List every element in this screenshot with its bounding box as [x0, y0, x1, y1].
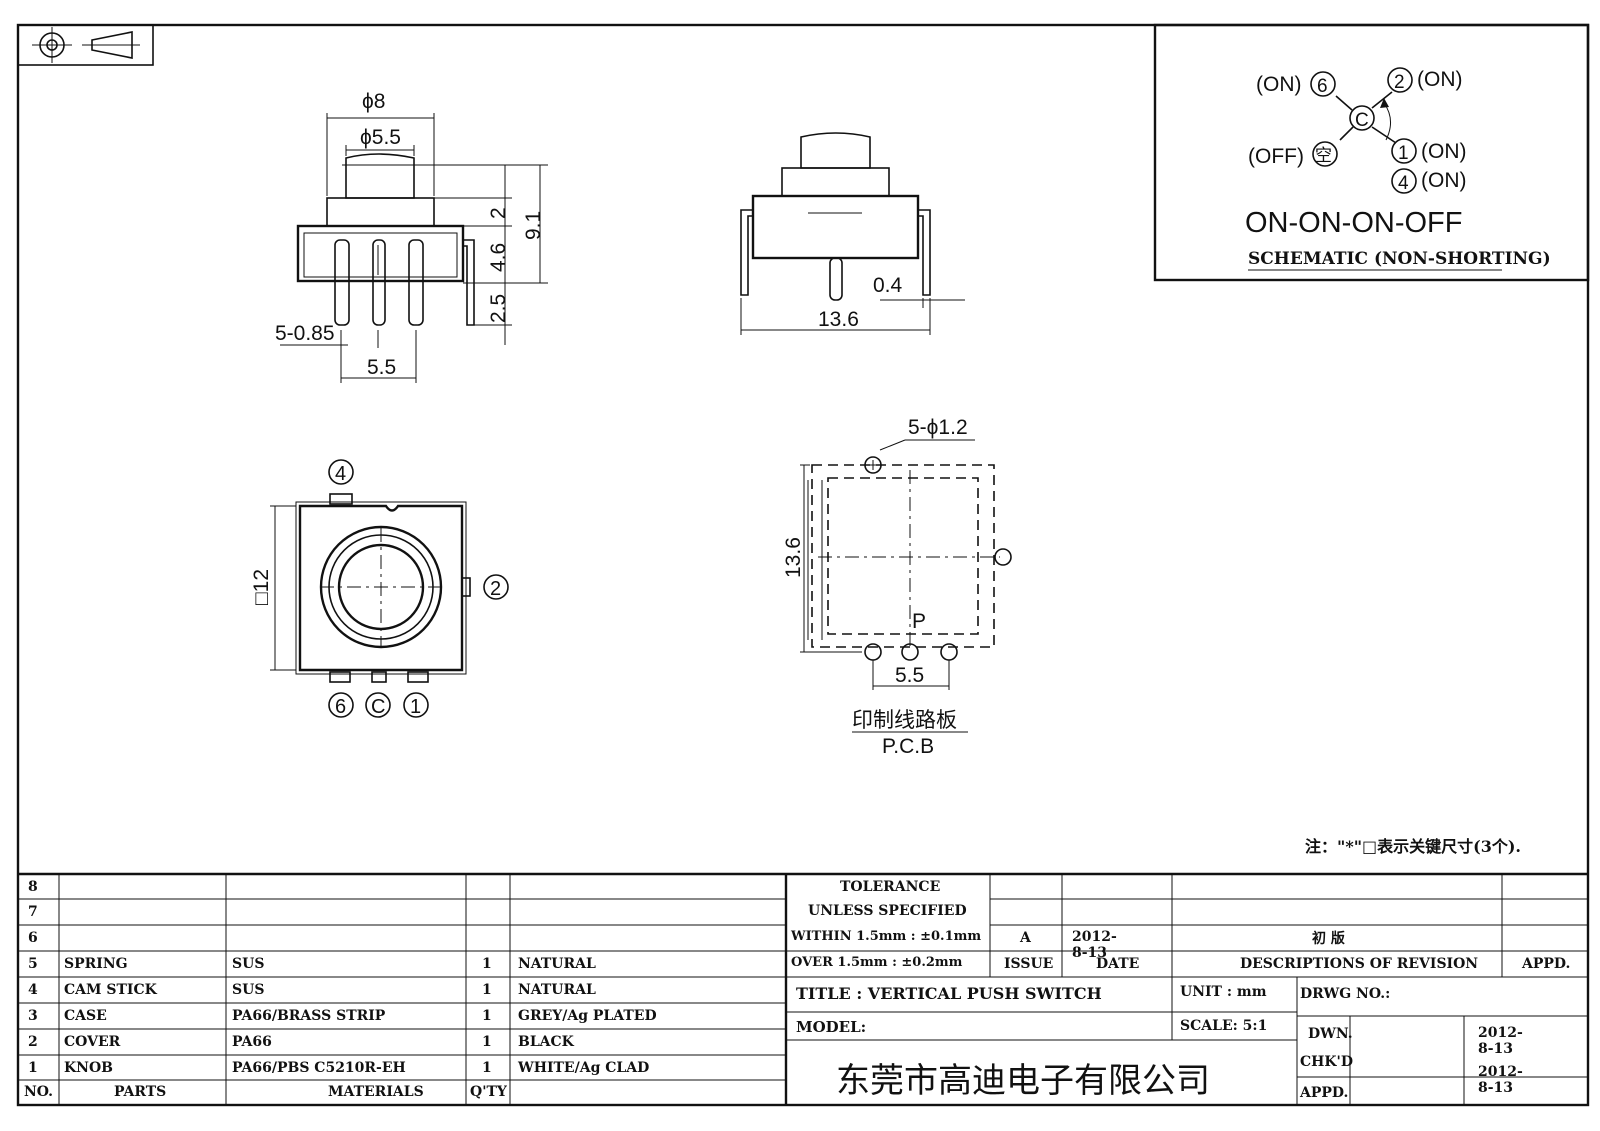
drawing-border — [16, 23, 1590, 1107]
dim-9-1: 9.1 — [522, 211, 545, 240]
dim-2-5: 2.5 — [487, 294, 510, 323]
dim-phi8: ϕ8 — [362, 90, 385, 113]
schematic-num-off: 空 — [1315, 146, 1332, 165]
schematic-symbol — [1310, 67, 1417, 194]
first-angle-projection-icon — [17, 24, 154, 66]
schematic-num-6: 6 — [1317, 76, 1328, 97]
dim-5-5-pcb: 5.5 — [895, 664, 924, 687]
schematic-num-4: 4 — [1398, 173, 1409, 194]
schematic-label-off: (OFF) — [1248, 145, 1304, 168]
pcb-title-en: P.C.B — [882, 735, 934, 758]
dim-square-12: □12 — [250, 569, 273, 605]
dim-5-5-front: 5.5 — [367, 356, 396, 379]
schematic-num-2: 2 — [1394, 72, 1405, 93]
dim-2: 2 — [487, 207, 510, 219]
dim-0-4: 0.4 — [873, 274, 903, 297]
schematic-sequence: ON-ON-ON-OFF — [1245, 207, 1462, 239]
pin-label-c: C — [371, 696, 385, 718]
title-block-grid — [18, 872, 1588, 1105]
pcb-title-cn: 印制线路板 — [852, 709, 957, 732]
front-view — [280, 113, 548, 383]
schematic-box — [1153, 23, 1590, 282]
top-view — [270, 459, 509, 718]
pin-label-2: 2 — [490, 578, 501, 600]
pin-label-6: 6 — [335, 696, 346, 718]
dim-phi55: ϕ5.5 — [360, 126, 401, 149]
schematic-label-on-2: (ON) — [1417, 68, 1463, 91]
schematic-center-c: C — [1355, 110, 1369, 131]
dim-13-6-side: 13.6 — [818, 308, 859, 331]
dim-13-6-pcb: 13.6 — [782, 537, 805, 578]
drawing-note: 注："*"□表示关键尺寸(3个). — [1305, 837, 1521, 856]
pcb-view — [800, 439, 1012, 733]
schematic-label-on-6: (ON) — [1256, 73, 1302, 96]
dim-pins: 5-0.85 — [275, 322, 335, 345]
side-view — [740, 132, 965, 335]
pin-label-4: 4 — [335, 463, 346, 485]
pcb-p-label: P — [912, 610, 926, 633]
pin-label-1: 1 — [410, 696, 421, 718]
schematic-label-on-4: (ON) — [1421, 169, 1467, 192]
schematic-label-on-1: (ON) — [1421, 140, 1467, 163]
schematic-num-1: 1 — [1398, 143, 1409, 164]
dim-holes: 5-ϕ1.2 — [908, 416, 968, 439]
dim-4-6: 4.6 — [487, 243, 510, 272]
schematic-caption: SCHEMATIC (NON-SHORTING) — [1248, 249, 1551, 269]
